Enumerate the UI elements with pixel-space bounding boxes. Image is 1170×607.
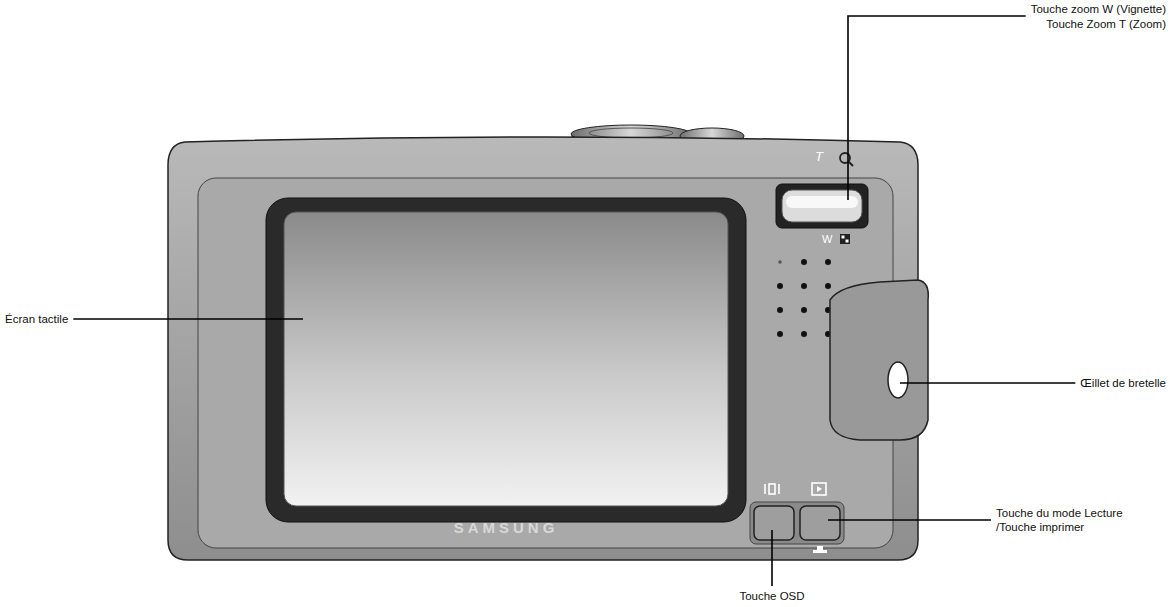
screen-frame (266, 198, 746, 522)
speaker-hole (777, 307, 783, 313)
speaker-hole (778, 260, 782, 264)
speaker-hole (825, 259, 831, 265)
touch-screen (284, 212, 728, 506)
button-marking: W (822, 233, 832, 245)
speaker-hole (777, 283, 783, 289)
speaker-hole (801, 331, 807, 337)
callout-label: Touche du mode Lecture /Touche imprimer (996, 506, 1166, 534)
callout-label: Touche Zoom T (Zoom) (1046, 17, 1166, 31)
strap-lug (830, 280, 928, 440)
speaker-hole (777, 331, 783, 337)
camera-body (168, 137, 918, 560)
play-icon (812, 483, 826, 495)
callout-label: Touche zoom W (Vignette) (1031, 2, 1166, 16)
back-panel (198, 178, 893, 548)
button-marking: T (815, 150, 823, 164)
osd-icon (765, 484, 779, 494)
print-icon (813, 546, 827, 553)
speaker-hole (801, 259, 807, 265)
speaker-hole (825, 283, 831, 289)
callout-label: Écran tactile (5, 312, 68, 326)
zoom-rocker (776, 153, 868, 244)
speaker-holes (777, 259, 831, 337)
leader-lines (73, 16, 1075, 586)
callout-label: Touche OSD (739, 589, 804, 603)
brand-logo: SAMSUNG (454, 520, 559, 536)
buttons (750, 483, 844, 553)
thumbnail-icon (840, 234, 850, 244)
callout-label: Œillet de bretelle (1080, 376, 1166, 390)
speaker-hole (801, 307, 807, 313)
speaker-hole (801, 283, 807, 289)
